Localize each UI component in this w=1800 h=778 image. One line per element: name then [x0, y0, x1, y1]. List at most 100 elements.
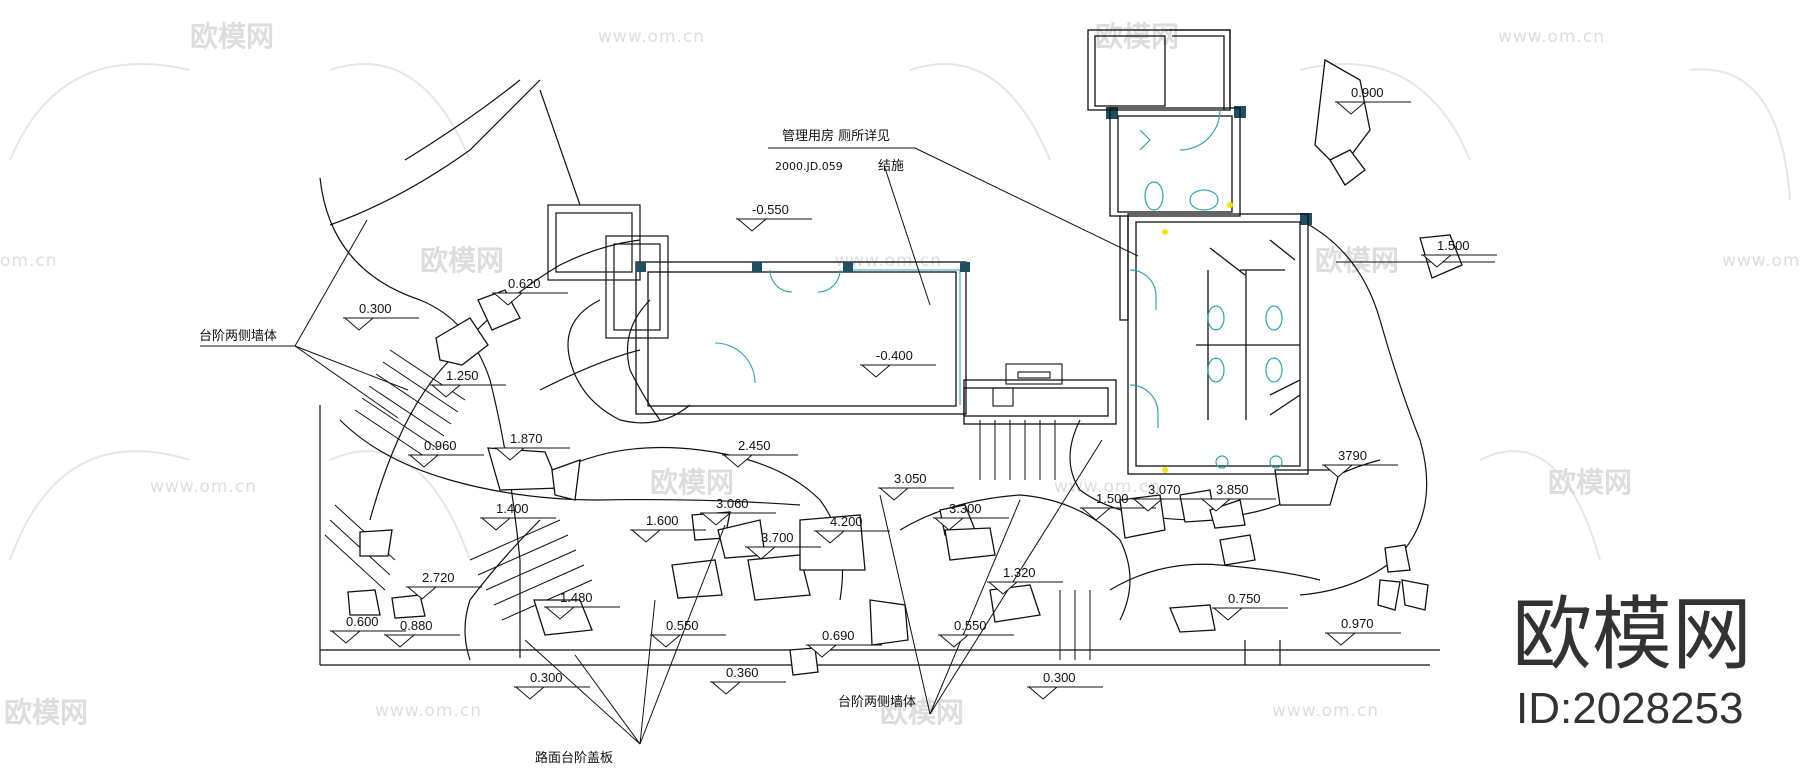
- elevation-label: -0.550: [752, 202, 789, 217]
- elevation-marker: 3.070: [1132, 482, 1208, 512]
- elevation-label: 1.500: [1437, 238, 1470, 253]
- admin-room: [635, 261, 1117, 425]
- elevation-label: 2.450: [738, 438, 771, 453]
- elevation-triangle: [480, 517, 512, 531]
- watermark-url: om.cn: [0, 251, 58, 271]
- elevation-triangle: [1200, 498, 1232, 512]
- elevation-marker: 0.960: [408, 438, 484, 468]
- elevation-marker: 1.250: [430, 368, 506, 398]
- watermark-brand: 欧模网: [880, 696, 964, 729]
- elevation-label: -0.400: [876, 348, 913, 363]
- elevation-triangle: [1080, 507, 1112, 521]
- elevation-triangle: [806, 644, 838, 658]
- elevation-marker: 0.300: [343, 301, 419, 331]
- elevation-label: 0.880: [400, 618, 433, 633]
- watermark-brand: 欧模网: [1315, 244, 1399, 277]
- elevation-triangle: [343, 317, 375, 331]
- elevation-triangle: [494, 447, 526, 461]
- elevation-triangle: [384, 634, 416, 648]
- elevation-triangle: [330, 630, 362, 644]
- elevation-marker: 3.700: [745, 530, 821, 560]
- elevation-triangle: [1335, 101, 1367, 115]
- pavilion-left: [547, 204, 669, 339]
- elevation-marker: 0.970: [1325, 616, 1401, 646]
- elevation-triangle: [1421, 254, 1453, 268]
- steps-wall-note-bottom: 台阶两侧墙体: [838, 695, 916, 710]
- elevation-marker: 1.870: [494, 431, 570, 461]
- toilet-fixtures: [1129, 109, 1283, 469]
- elevation-label: 2.720: [422, 570, 455, 585]
- elevation-marker: -0.550: [736, 202, 812, 232]
- watermark-url: www.om.cn: [1498, 27, 1605, 47]
- elevation-label: 0.300: [359, 301, 392, 316]
- elevation-marker: 0.360: [710, 665, 786, 695]
- watermark-brand: 欧模网: [4, 696, 88, 729]
- annotation-labels: 管理用房 厕所详见 2000.JD.059 结施 台阶两侧墙体 台阶两侧墙体 路…: [199, 128, 916, 766]
- elevation-label: 3.060: [716, 496, 749, 511]
- watermark-brand: 欧模网: [650, 466, 734, 499]
- elevation-label: 1.250: [446, 368, 479, 383]
- elevation-triangle: [544, 606, 576, 620]
- elevation-marker: 3.060: [700, 496, 776, 526]
- walkway-edge: [319, 405, 1440, 666]
- elevation-marker: 2.450: [722, 438, 798, 468]
- elevation-marker: 0.620: [492, 276, 568, 306]
- elevation-triangle: [1325, 632, 1357, 646]
- elevation-label: 3.300: [949, 501, 982, 516]
- elevation-marker: 0.550: [650, 618, 726, 648]
- elevation-marker: 4.200: [814, 514, 890, 544]
- elevation-triangle: [722, 454, 754, 468]
- elevation-label: 0.690: [822, 628, 855, 643]
- elevation-triangle: [987, 581, 1019, 595]
- watermark-url: www.om.cn: [598, 27, 705, 47]
- elevation-label: 3.850: [1216, 482, 1249, 497]
- elevation-marker: 3790: [1322, 448, 1398, 478]
- steps-wall-note-left: 台阶两侧墙体: [199, 329, 277, 344]
- elevation-triangle: [492, 292, 524, 306]
- landscape-rocks: [347, 58, 1463, 676]
- elevation-triangle: [650, 634, 682, 648]
- elevation-triangle: [406, 586, 438, 600]
- elevation-marker: 3.300: [933, 501, 1009, 531]
- elevation-triangle: [860, 364, 892, 378]
- elevation-triangle: [814, 530, 846, 544]
- elevation-marker: 1.600: [630, 513, 706, 543]
- elevation-triangle: [700, 512, 732, 526]
- room-fixtures: [992, 363, 1063, 407]
- structure-note: 结施: [878, 159, 904, 174]
- elevation-label: 0.900: [1351, 85, 1384, 100]
- elevation-marker: 0.550: [938, 618, 1014, 648]
- elevation-label: 3790: [1338, 448, 1367, 463]
- watermark-url: www.om.cn: [835, 251, 942, 271]
- elevation-triangle: [430, 384, 462, 398]
- elevation-triangle: [1027, 686, 1059, 700]
- elevation-triangle: [630, 529, 662, 543]
- drawing-code: 2000.JD.059: [775, 160, 843, 173]
- elevation-marker: 3.850: [1200, 482, 1276, 512]
- elevation-triangle: [878, 487, 910, 501]
- watermark-url: www.om.cn: [150, 477, 257, 497]
- watermark-url: www.om.cn: [1722, 251, 1800, 271]
- elevation-label: 1.870: [510, 431, 543, 446]
- watermark-url: www.om.cn: [1272, 701, 1379, 721]
- toilet-block: [1087, 29, 1309, 475]
- elevation-label: 0.300: [1043, 670, 1076, 685]
- elevation-marker: 1.500: [1421, 238, 1497, 268]
- elevation-marker: 2.720: [406, 570, 482, 600]
- wall-posts: [636, 106, 1312, 272]
- elevation-label: 1.480: [560, 590, 593, 605]
- elevation-label: 3.070: [1148, 482, 1181, 497]
- elevation-label: 1.320: [1003, 565, 1036, 580]
- elevation-label: 0.620: [508, 276, 541, 291]
- elevation-marker: -0.400: [860, 348, 936, 378]
- elevation-label: 3.050: [894, 471, 927, 486]
- watermark-brand: 欧模网: [1548, 466, 1632, 499]
- elevation-label: 4.200: [830, 514, 863, 529]
- model-id-label: ID:2028253: [1516, 684, 1744, 733]
- elevation-label: 0.970: [1341, 616, 1374, 631]
- elevation-marker: 0.750: [1212, 591, 1288, 621]
- elevation-marker: 0.880: [384, 618, 460, 648]
- admin-room-note: 管理用房 厕所详见: [782, 128, 890, 144]
- elevation-label: 0.960: [424, 438, 457, 453]
